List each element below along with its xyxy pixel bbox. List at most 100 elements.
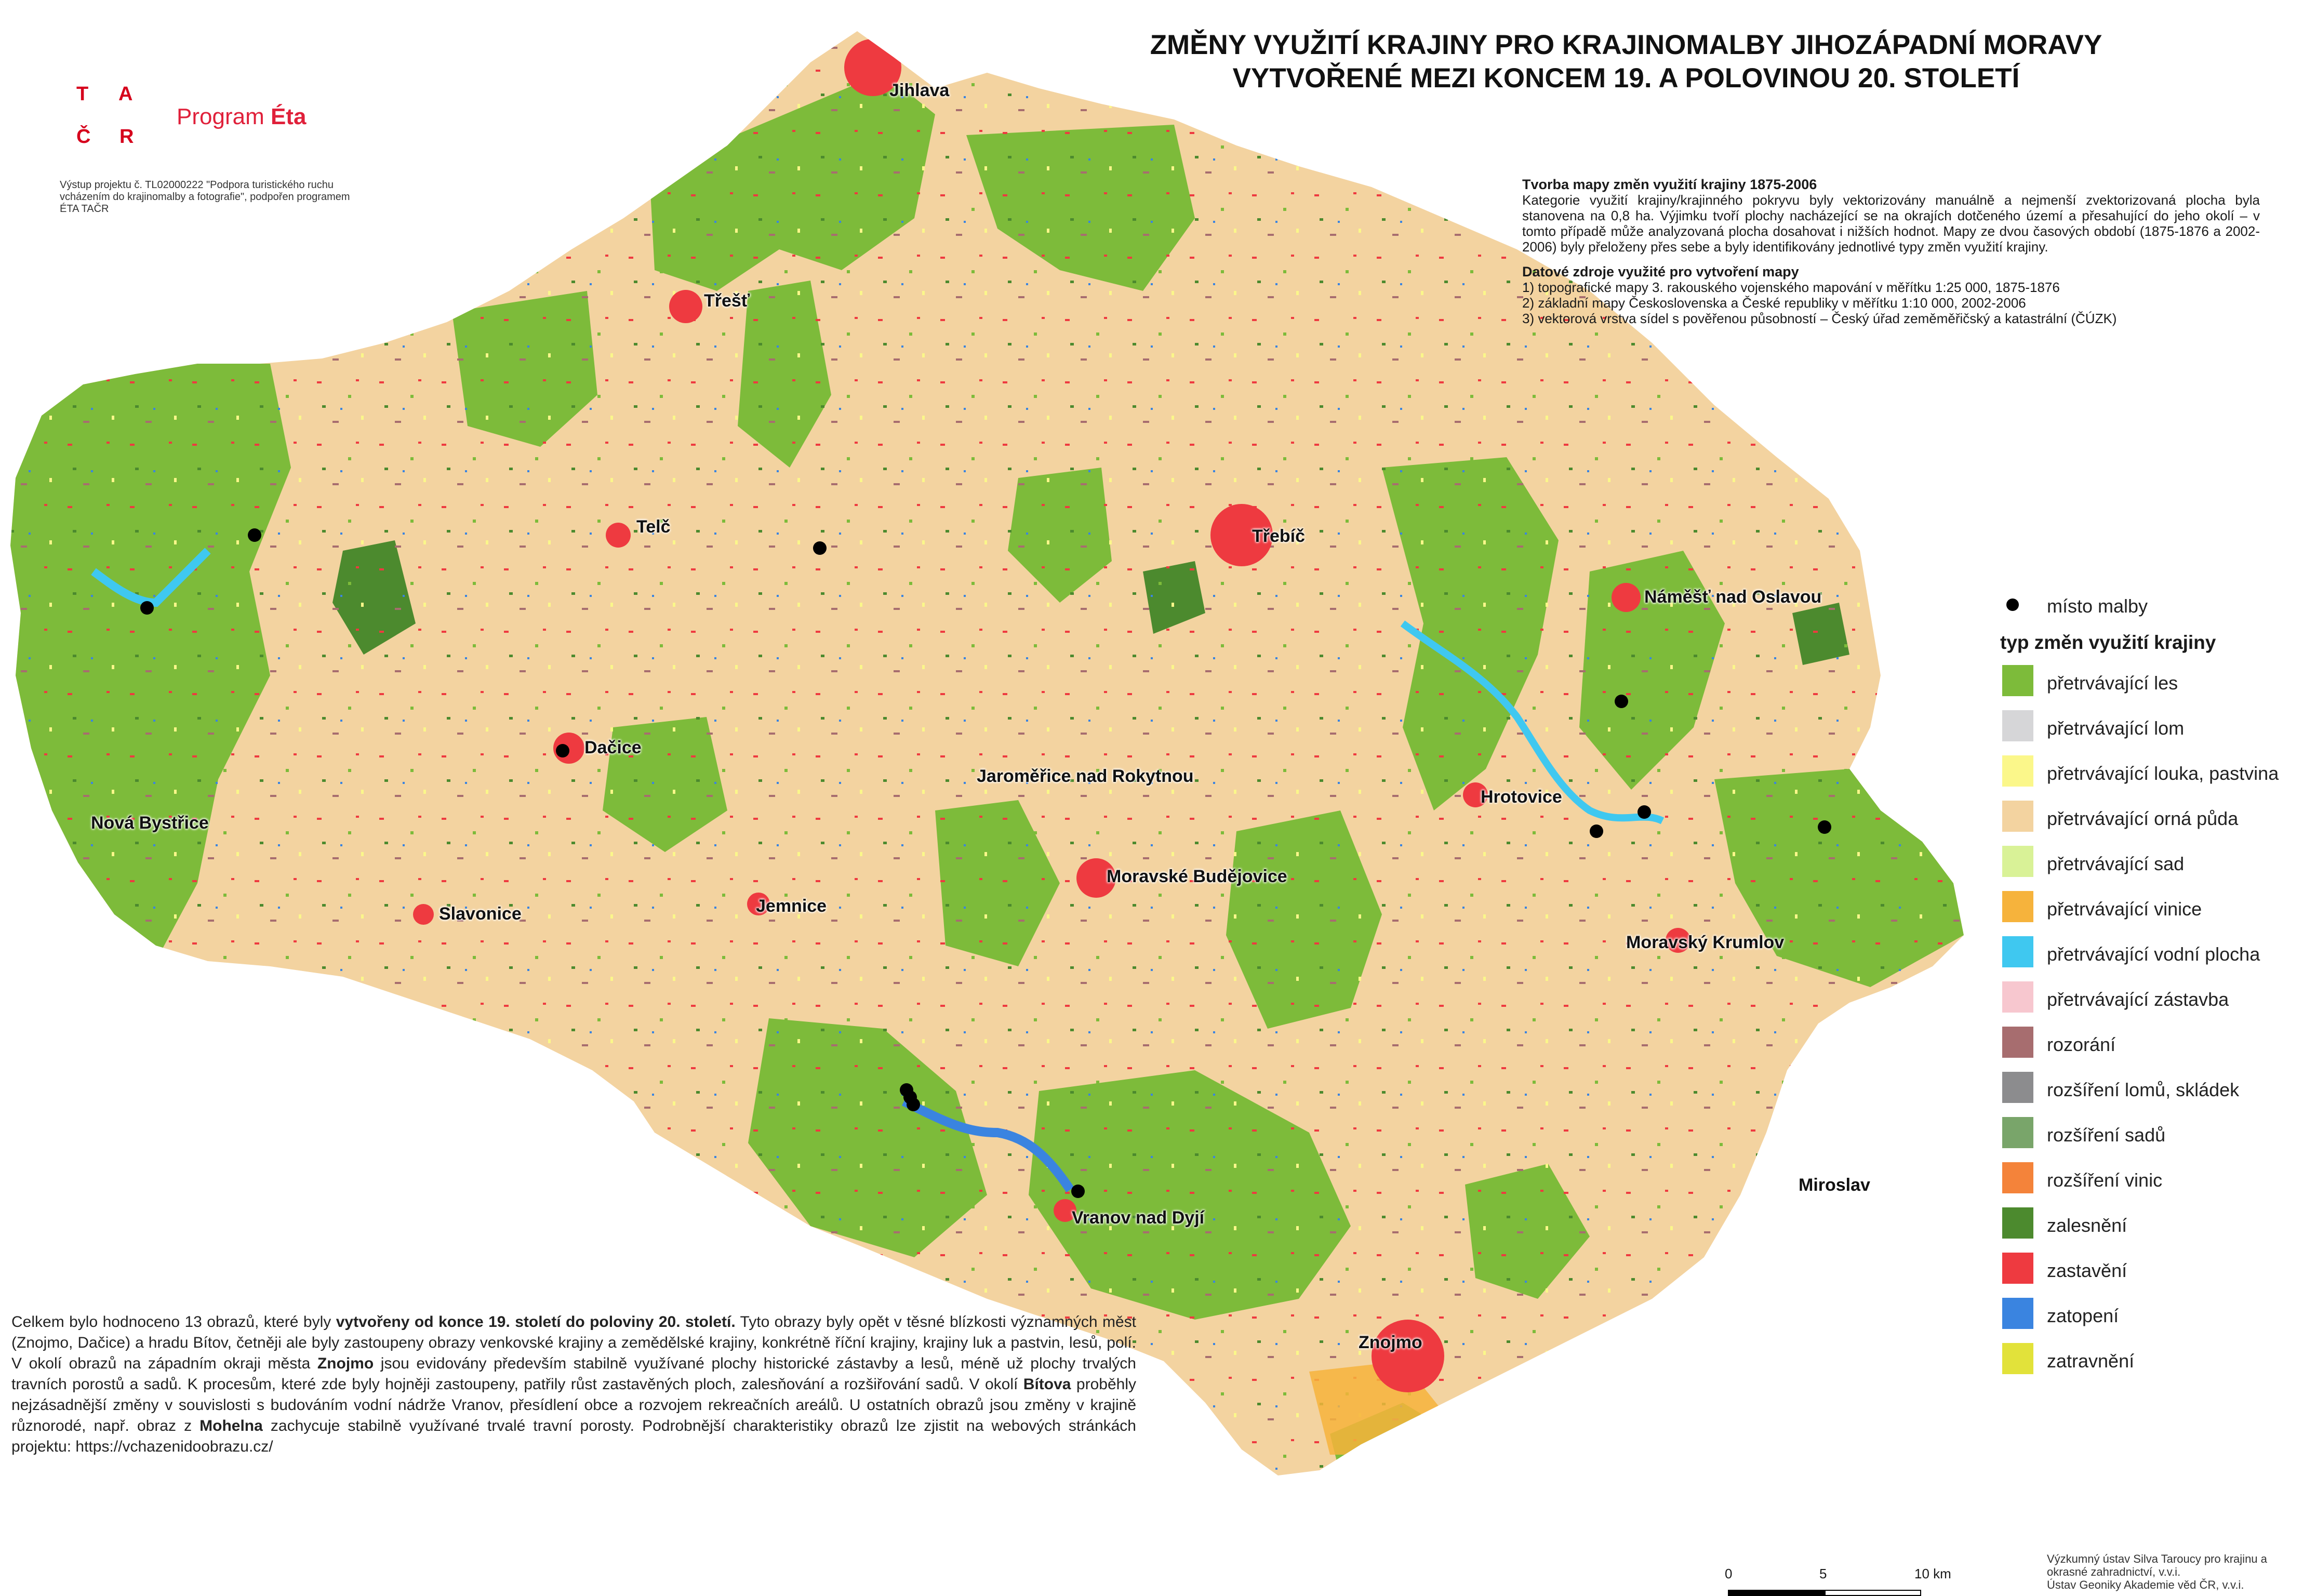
scale-bar: 0 5 10 km [1720,1564,1951,1596]
legend-item: přetrvávající sad [2000,842,2291,887]
place-label-miroslav: Miroslav [1799,1175,1870,1195]
legend-item: rozšíření lomů, skládek [2000,1068,2291,1113]
source-item: 1) topografické mapy 3. rakouského vojen… [1522,280,2060,295]
legend-swatch [2002,846,2033,877]
legend-heading: typ změn využití krajiny [2000,632,2216,653]
legend-label: rozšíření lomů, skládek [2047,1079,2240,1100]
map-title: ZMĚNY VYUŽITÍ KRAJINY PRO KRAJINOMALBY J… [1133,29,2120,95]
river-dalesice [1400,620,1665,824]
legend-item: rozorání [2000,1022,2291,1068]
source-item: 2) základní mapy Československa a České … [1522,295,2026,311]
legend-item: zatopení [2000,1294,2291,1339]
place-label-telc: Telč [636,517,671,537]
credit-line: Ústav Geoniky Akademie věd ČR, v.v.i. [2047,1578,2244,1591]
scale-bar-graphic [1728,1590,1825,1596]
legend-swatch [2002,1117,2033,1148]
legend-swatch [2002,1072,2033,1103]
tacr-logo: T A Č R Program Éta [73,83,384,156]
legend-label: rozšíření vinic [2047,1169,2163,1191]
logo-letter-t: T [76,83,89,105]
method-heading: Tvorba mapy změn využití krajiny 1875-20… [1522,177,1817,192]
legend-item: zastavění [2000,1248,2291,1294]
place-label-moravske-budejovice: Moravské Budějovice [1107,867,1287,886]
method-text: Kategorie využití krajiny/krajinného pok… [1522,192,2260,255]
legend-label: zalesnění [2047,1215,2127,1236]
project-note: Výstup projektu č. TL02000222 "Podpora t… [60,179,350,215]
place-label-vranov: Vranov nad Dyjí [1072,1208,1205,1228]
legend-swatch [2002,936,2033,967]
legend-swatch [2002,1343,2033,1374]
painting-locations [140,528,1831,1198]
place-label-jihlava: Jihlava [889,81,950,100]
legend-item: přetrvávající louka, pastvina [2000,751,2291,796]
legend-swatch [2002,665,2033,696]
legend-label: rozšíření sadů [2047,1124,2166,1146]
legend-item: zatravnění [2000,1339,2291,1384]
place-label-dacice: Dačice [584,738,642,757]
painting-point-symbol [2006,598,2019,611]
place-label-znojmo: Znojmo [1359,1333,1422,1352]
logo-letter-a: A [118,83,133,105]
place-label-moravsky-krumlov: Moravský Krumlov [1626,933,1785,952]
scale-label-5: 5 [1819,1566,1827,1581]
legend-label: přetrvávající les [2047,672,2178,694]
scale-label-10: 10 km [1914,1566,1951,1581]
legend-label: zatopení [2047,1305,2119,1326]
legend-item: přetrvávající zástavba [2000,977,2291,1022]
legend-label: zastavění [2047,1260,2127,1281]
legend-label: přetrvávající zástavba [2047,989,2229,1010]
legend-item: rozšíření sadů [2000,1113,2291,1158]
place-label-hrotovice: Hrotovice [1481,787,1562,807]
map-title-line1: ZMĚNY VYUŽITÍ KRAJINY PRO KRAJINOMALBY J… [1150,30,2102,60]
legend-item: přetrvávající vinice [2000,887,2291,932]
reservoir-vranov [901,1097,1074,1192]
credits: Výzkumný ústav Silva Taroucy pro krajinu… [2047,1552,2303,1591]
legend-swatch [2002,1162,2033,1193]
place-label-slavonice: Slavonice [439,904,522,924]
place-label-jaromerice: Jaroměřice nad Rokytnou [977,766,1194,786]
place-label-jemnice: Jemnice [756,896,827,916]
legend-swatch [2002,801,2033,832]
place-label-namest: Náměšť nad Oslavou [1644,587,1822,607]
place-label-trebic: Třebíč [1252,526,1306,546]
credit-line: Výzkumný ústav Silva Taroucy pro krajinu… [2047,1552,2267,1578]
source-item: 3) vektorová vrstva sídel s pověřenou pů… [1522,311,2117,326]
legend-swatch [2002,755,2033,787]
legend-label: přetrvávající vodní plocha [2047,943,2260,965]
legend-label: přetrvávající orná půda [2047,808,2239,829]
legend-item: zalesnění [2000,1203,2291,1248]
legend-swatch [2002,1207,2033,1239]
legend-swatch [2002,1253,2033,1284]
legend-swatch [2002,891,2033,922]
map-title-line2: VYTVOŘENÉ MEZI KONCEM 19. A POLOVINOU 20… [1232,63,2020,94]
place-label-nova-bystrice: Nová Bystřice [91,813,209,833]
legend-label: přetrvávající louka, pastvina [2047,763,2279,784]
legend-label: přetrvávající vinice [2047,898,2202,920]
map-legend: místo malby typ změn využití krajiny pře… [2000,591,2291,1384]
legend-label: zatravnění [2047,1350,2135,1372]
legend-item: rozšíření vinic [2000,1158,2291,1203]
summary-text: Celkem bylo hodnoceno 13 obrazů, které b… [11,1313,1136,1455]
legend-swatch [2002,1298,2033,1329]
legend-swatch [2002,981,2033,1013]
legend-items: přetrvávající les přetrvávající lom přetrv… [2000,661,2291,1384]
legend-item: přetrvávající vodní plocha [2000,932,2291,977]
program-eta-label: Program Éta [177,104,307,129]
legend-swatch [2002,710,2033,741]
scale-bar-graphic [1825,1590,1921,1596]
sources-heading: Datové zdroje využité pro vytvoření mapy [1522,264,1799,280]
legend-item: přetrvávající lom [2000,706,2291,751]
legend-point-label: místo malby [2047,595,2148,617]
legend-item: přetrvávající orná půda [2000,796,2291,842]
legend-label: přetrvávající sad [2047,853,2185,874]
method-info: Tvorba mapy změn využití krajiny 1875-20… [1522,177,2260,326]
logo-letter-c: Č [76,126,91,148]
legend-swatch [2002,1027,2033,1058]
legend-item: přetrvávající les [2000,661,2291,706]
legend-label: přetrvávající lom [2047,717,2185,739]
scale-label-0: 0 [1725,1566,1733,1581]
place-label-trest: Třešť [704,291,750,311]
pond-west [91,548,211,607]
legend-label: rozorání [2047,1034,2116,1055]
